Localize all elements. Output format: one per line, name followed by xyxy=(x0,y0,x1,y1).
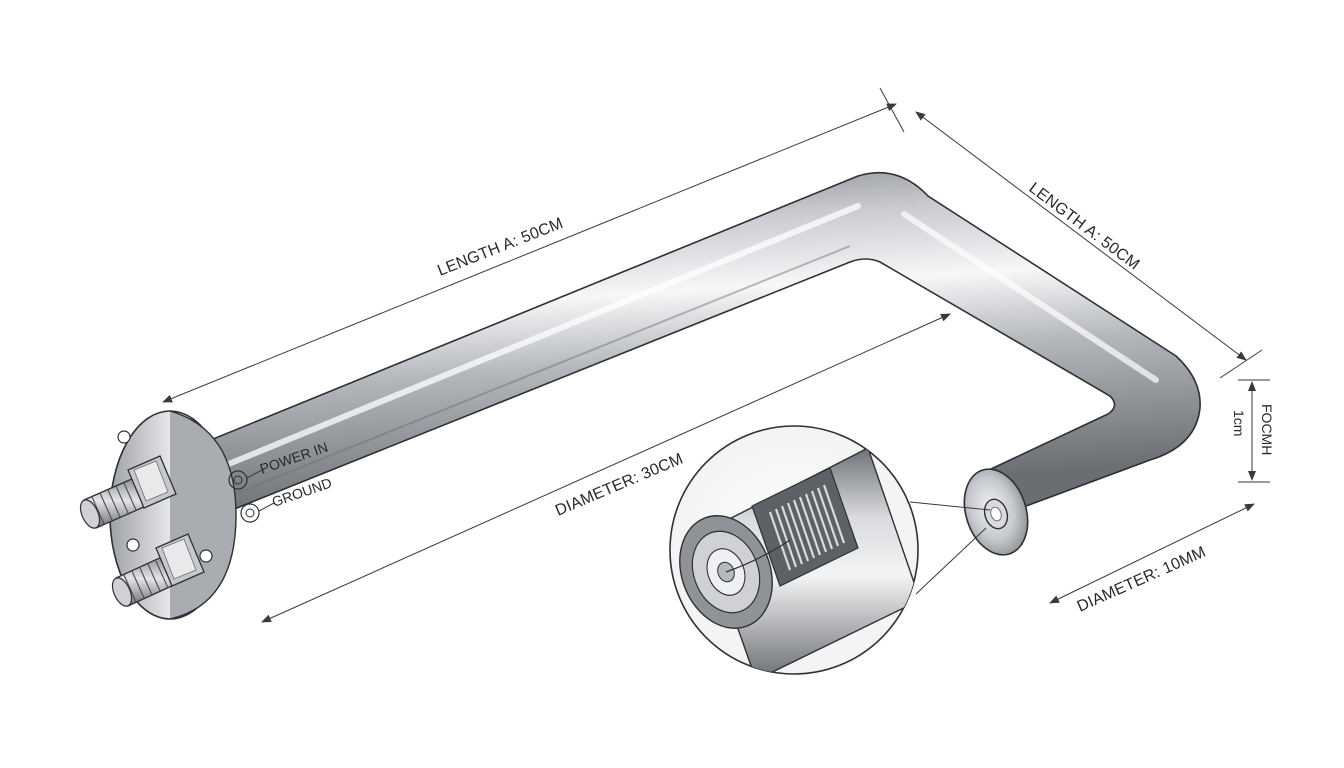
power-in-marker xyxy=(228,470,248,490)
diameter-main-dimension-line xyxy=(261,313,951,623)
detail-leader-top xyxy=(909,501,991,511)
diameter-main-label: DIAMETER: 30CM xyxy=(553,450,686,519)
tube-end-hole xyxy=(990,506,1002,522)
tube-shadow-line xyxy=(219,245,851,501)
length-right-dimension-line xyxy=(915,111,1247,361)
one-cm-label: 1cm xyxy=(1231,410,1247,436)
flange-mount-hole-top xyxy=(117,430,131,444)
focm-label: FOCMH xyxy=(1259,404,1275,455)
heating-tube xyxy=(194,171,1201,556)
detail-coil xyxy=(768,484,846,571)
length-left-label: LENGTH A: 50CM xyxy=(435,215,565,280)
detail-leader-bottom xyxy=(915,527,987,595)
terminal-stud-upper xyxy=(79,455,177,529)
detail-cutaway-window xyxy=(751,467,859,587)
flange-mount-hole-right xyxy=(199,549,213,563)
detail-wire xyxy=(725,539,791,573)
cutaway-detail xyxy=(669,425,919,675)
ground-marker xyxy=(240,503,260,523)
diameter-tube-dimension-line xyxy=(1049,503,1255,604)
length-left-extension xyxy=(879,87,905,133)
terminal-stud-lower xyxy=(111,533,205,607)
tube-highlight-long xyxy=(211,203,861,473)
tube-body xyxy=(194,171,1201,516)
dimension-lines xyxy=(162,87,1270,623)
length-right-label: LENGTH A: 50CM xyxy=(1026,180,1143,274)
tube-highlight-short xyxy=(901,211,1159,383)
flange-assembly xyxy=(79,410,237,620)
diameter-tube-label: DIAMETER: 10MM xyxy=(1075,544,1209,616)
flange-mount-hole-left xyxy=(126,538,140,552)
length-right-extension xyxy=(1219,349,1263,379)
